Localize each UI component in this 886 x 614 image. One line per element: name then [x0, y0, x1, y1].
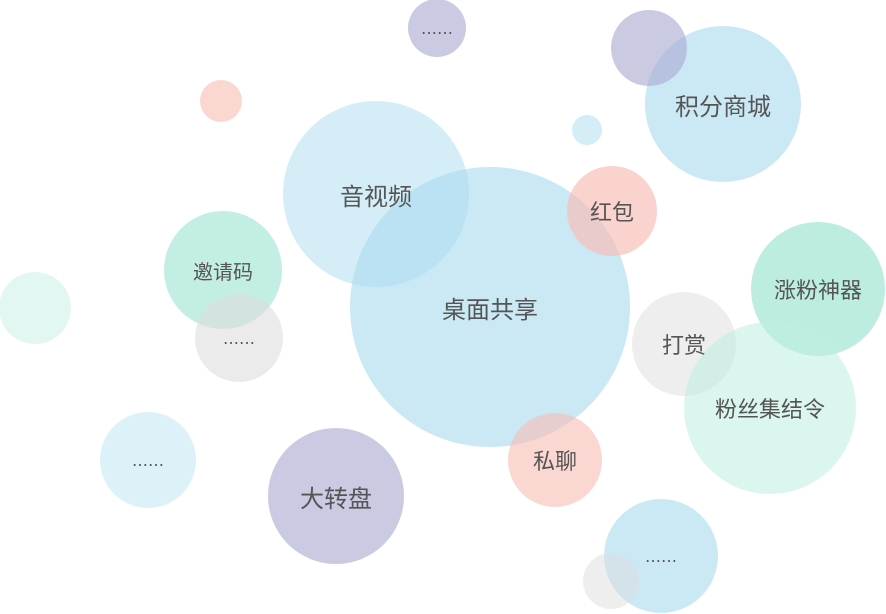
bubble-red-envelope	[567, 166, 657, 256]
bubble-label-screen-share: 桌面共享	[442, 295, 538, 324]
bubble-label-fan-gathering: 粉丝集结令	[714, 398, 825, 423]
bubble-blue-dot	[572, 115, 602, 145]
bubble-pink-dot	[200, 80, 242, 122]
bubble-blue-ellipsis-left	[100, 412, 196, 508]
bubble-gray-bottom	[583, 553, 639, 609]
bubble-top-purple-ellipsis	[408, 0, 466, 57]
bubble-purple-small	[611, 10, 687, 86]
bubble-lucky-wheel	[268, 428, 404, 564]
bubble-label-points-mall: 积分商城	[675, 92, 771, 121]
bubble-label-red-envelope: 红包	[589, 201, 634, 226]
bubble-label-invite-code: 邀请码	[193, 259, 253, 284]
bubble-gray-ellipsis-left	[195, 294, 283, 382]
bubble-private-chat	[508, 413, 602, 507]
bubble-audio-video	[283, 101, 469, 287]
bubble-label-private-chat: 私聊	[532, 450, 577, 475]
bubble-label-blue-ellipsis-bottom: ……	[645, 546, 677, 566]
bubble-label-blue-ellipsis-left: ……	[132, 450, 164, 470]
bubble-mint-left	[0, 272, 71, 344]
bubble-label-audio-video: 音视频	[340, 182, 412, 211]
bubble-label-tip: 打赏	[661, 334, 706, 359]
bubble-label-gray-ellipsis-left: ……	[223, 328, 255, 348]
bubble-label-top-purple-ellipsis: ……	[421, 18, 453, 38]
bubble-label-lucky-wheel: 大转盘	[300, 484, 372, 513]
bubble-fan-gathering	[684, 322, 856, 494]
bubble-label-fan-booster: 涨粉神器	[773, 279, 862, 304]
